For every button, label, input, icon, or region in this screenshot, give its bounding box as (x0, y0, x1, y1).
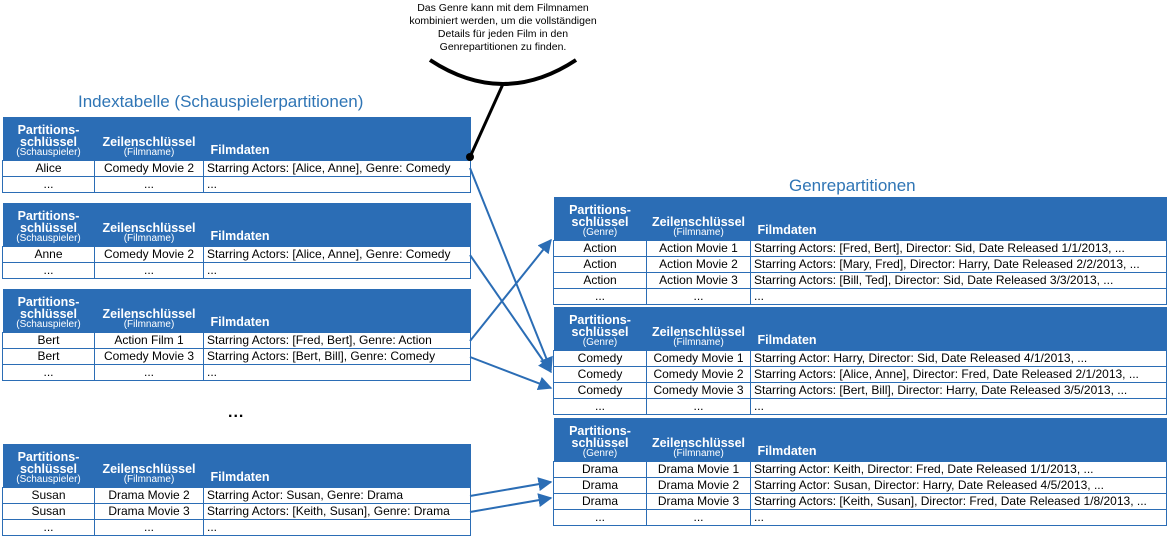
partition-key-cell: Action (553, 256, 647, 273)
table-row: ......... (2, 519, 471, 536)
table-row: ......... (553, 288, 1167, 305)
genre-partition-table: Partitions-schlüssel(Genre) Zeilenschlüs… (553, 307, 1167, 415)
table-row: ......... (2, 176, 471, 193)
row-key-cell: Comedy Movie 3 (94, 348, 204, 365)
partition-key-cell: Comedy (553, 382, 647, 399)
partition-key-cell: Drama (553, 493, 647, 510)
film-data-header: Filmdaten (203, 444, 471, 488)
table-row: ......... (2, 364, 471, 381)
row-key-cell: Drama Movie 3 (94, 503, 204, 520)
film-data-cell: ... (203, 176, 471, 193)
arrow-susan-drama-2 (469, 477, 553, 497)
film-data-cell: ... (750, 288, 1167, 305)
row-key-cell: Drama Movie 3 (646, 493, 751, 510)
partition-key-cell: Comedy (553, 366, 647, 383)
callout-pointer (468, 83, 505, 158)
callout-bracket (428, 58, 578, 86)
row-key-header: Zeilenschlüssel(Filmname) (94, 444, 204, 488)
arrow-alice-to-comedy (469, 167, 553, 372)
film-data-cell: ... (203, 519, 471, 536)
partition-key-cell: ... (2, 262, 95, 279)
film-data-header: Filmdaten (750, 307, 1167, 351)
film-data-cell: Starring Actors: [Fred, Bert], Director:… (750, 240, 1167, 257)
partition-key-cell: ... (2, 364, 95, 381)
arrow-bert-to-action (469, 238, 552, 342)
row-key-cell: ... (646, 288, 751, 305)
film-data-cell: Starring Actors: [Keith, Susan], Directo… (750, 493, 1167, 510)
partition-key-cell: ... (2, 176, 95, 193)
partition-key-cell: Drama (553, 477, 647, 494)
table-row: ......... (2, 262, 471, 279)
arrow-anne-to-comedy (469, 254, 552, 374)
arrow-susan-drama-3 (469, 493, 553, 513)
genre-partitions-title: Genrepartitionen (789, 176, 916, 195)
partition-key-header: Partitions-schlüssel(Genre) (553, 197, 647, 241)
partition-key-header: Partitions-schlüssel(Schauspieler) (2, 289, 95, 333)
partition-key-header: Partitions-schlüssel(Genre) (553, 418, 647, 462)
arrow-bert-to-comedy (469, 356, 553, 391)
film-data-header: Filmdaten (203, 117, 471, 161)
row-key-cell: Action Film 1 (94, 332, 204, 349)
row-key-cell: Action Movie 2 (646, 256, 751, 273)
film-data-cell: ... (203, 262, 471, 279)
callout-text: Das Genre kann mit dem Filmnamen kombini… (409, 2, 597, 53)
row-key-cell: Action Movie 3 (646, 272, 751, 289)
film-data-header: Filmdaten (750, 418, 1167, 462)
row-key-cell: ... (646, 509, 751, 526)
partition-key-header: Partitions-schlüssel(Genre) (553, 307, 647, 351)
film-data-cell: Starring Actors: [Bert, Bill], Director:… (750, 382, 1167, 399)
genre-partition-table: Partitions-schlüssel(Genre) Zeilenschlüs… (553, 197, 1167, 305)
row-key-cell: ... (94, 262, 204, 279)
film-data-header: Filmdaten (203, 289, 471, 333)
film-data-cell: Starring Actors: [Keith, Susan], Genre: … (203, 503, 471, 520)
film-data-cell: ... (750, 398, 1167, 415)
row-key-header: Zeilenschlüssel(Filmname) (94, 203, 204, 247)
actor-partition-table: Partitions-schlüssel(Schauspieler) Zeile… (2, 444, 471, 536)
partition-key-cell: Comedy (553, 350, 647, 367)
row-key-header: Zeilenschlüssel(Filmname) (646, 307, 751, 351)
row-key-cell: Action Movie 1 (646, 240, 751, 257)
film-data-cell: ... (203, 364, 471, 381)
index-table-title: Indextabelle (Schauspielerpartitionen) (78, 92, 364, 111)
row-key-header: Zeilenschlüssel(Filmname) (94, 117, 204, 161)
film-data-cell: Starring Actors: [Alice, Anne], Genre: C… (203, 246, 471, 263)
film-data-cell: Starring Actors: [Alice, Anne], Director… (750, 366, 1167, 383)
actor-partition-table: Partitions-schlüssel(Schauspieler) Zeile… (2, 289, 471, 381)
table-row: ......... (553, 509, 1167, 526)
film-data-cell: ... (750, 509, 1167, 526)
row-key-header: Zeilenschlüssel(Filmname) (646, 418, 751, 462)
table-row: ......... (553, 398, 1167, 415)
film-data-header: Filmdaten (203, 203, 471, 247)
film-data-cell: Starring Actor: Susan, Director: Harry, … (750, 477, 1167, 494)
row-key-cell: ... (94, 519, 204, 536)
genre-partition-table: Partitions-schlüssel(Genre) Zeilenschlüs… (553, 418, 1167, 526)
film-data-cell: Starring Actors: [Mary, Fred], Director:… (750, 256, 1167, 273)
omitted-tables-ellipsis: ... (228, 404, 245, 421)
row-key-header: Zeilenschlüssel(Filmname) (646, 197, 751, 241)
callout-pointer-dot (466, 153, 474, 161)
film-data-header: Filmdaten (750, 197, 1167, 241)
row-key-header: Zeilenschlüssel(Filmname) (94, 289, 204, 333)
partition-key-header: Partitions-schlüssel(Schauspieler) (2, 203, 95, 247)
partition-key-header: Partitions-schlüssel(Schauspieler) (2, 117, 95, 161)
film-data-cell: Starring Actors: [Bill, Ted], Director: … (750, 272, 1167, 289)
actor-partition-table: Partitions-schlüssel(Schauspieler) Zeile… (2, 203, 471, 279)
partition-key-header: Partitions-schlüssel(Schauspieler) (2, 444, 95, 488)
actor-partition-table: Partitions-schlüssel(Schauspieler) Zeile… (2, 117, 471, 193)
